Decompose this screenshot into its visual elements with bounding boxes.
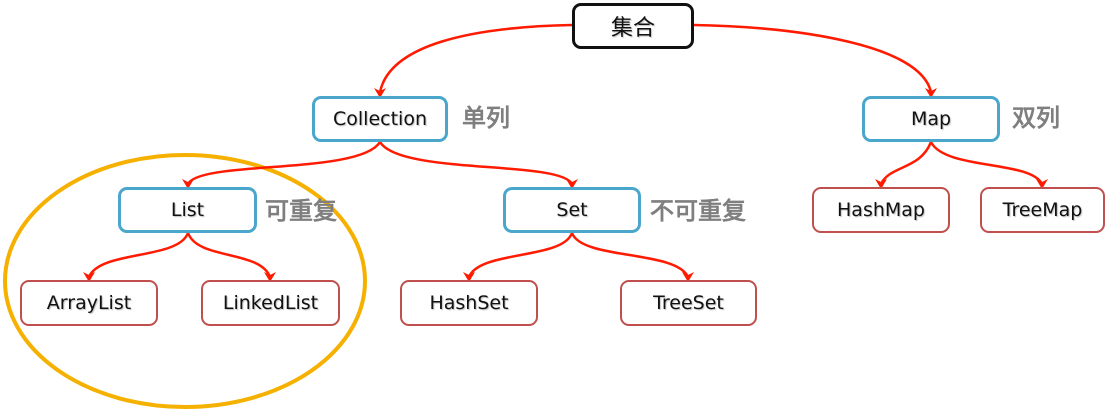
arrowhead-icon	[566, 179, 578, 189]
edge-collection-set	[378, 141, 574, 185]
edge-list-arraylist	[87, 232, 190, 278]
edge-set-hashset	[467, 232, 574, 278]
edge-root-collection	[378, 23, 573, 93]
arrowhead-icon	[264, 272, 276, 282]
arrowhead-icon	[682, 272, 694, 282]
arrowhead-icon	[463, 272, 475, 282]
node-treemap: TreeMap	[980, 187, 1105, 233]
arrowhead-icon	[875, 179, 887, 189]
node-linkedlist: LinkedList	[201, 280, 340, 326]
node-hashmap: HashMap	[812, 187, 950, 233]
edge-set-treeset	[570, 232, 690, 278]
note-double-column: 双列	[1012, 104, 1060, 132]
note-no-duplicates: 不可重复	[650, 197, 746, 225]
arrowhead-icon	[925, 88, 937, 98]
node-collection: Collection	[312, 96, 448, 142]
node-map: Map	[862, 96, 1000, 142]
node-arraylist: ArrayList	[20, 280, 158, 326]
note-single-column: 单列	[462, 104, 510, 132]
list-highlight-ellipse	[3, 153, 367, 409]
node-list: List	[118, 187, 257, 233]
node-root: 集合	[572, 3, 694, 49]
edge-map-hashmap	[879, 141, 933, 185]
node-hashset: HashSet	[400, 280, 538, 326]
note-duplicates-allowed: 可重复	[265, 197, 337, 225]
node-treeset: TreeSet	[620, 280, 757, 326]
edge-root-map	[693, 23, 933, 93]
arrowhead-icon	[1036, 179, 1048, 189]
edge-list-linkedlist	[186, 232, 272, 278]
edge-map-treemap	[929, 141, 1044, 185]
arrowhead-icon	[83, 272, 95, 282]
node-set: Set	[503, 187, 641, 233]
arrowhead-icon	[182, 179, 194, 189]
arrowhead-icon	[374, 88, 386, 98]
edge-collection-list	[186, 141, 382, 185]
